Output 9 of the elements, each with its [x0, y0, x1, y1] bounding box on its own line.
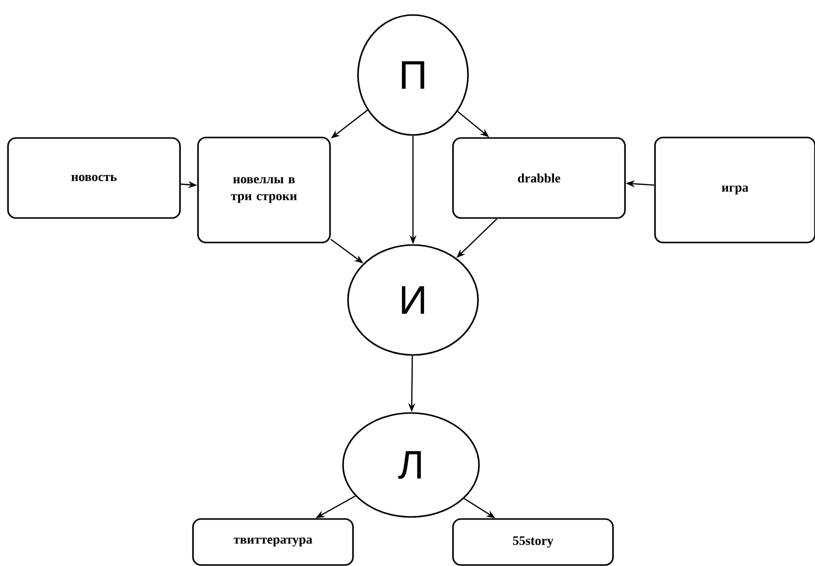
circle-node: Л — [342, 412, 480, 518]
circle-node: П — [357, 14, 469, 136]
process-box: твиттература — [192, 518, 354, 566]
process-box: игра — [654, 136, 815, 244]
circle-node: И — [347, 244, 479, 356]
process-box: новость — [7, 137, 181, 219]
process-box: 55story — [452, 518, 614, 566]
process-box: drabble — [452, 137, 626, 219]
process-box: новеллы в три строки — [197, 136, 331, 244]
